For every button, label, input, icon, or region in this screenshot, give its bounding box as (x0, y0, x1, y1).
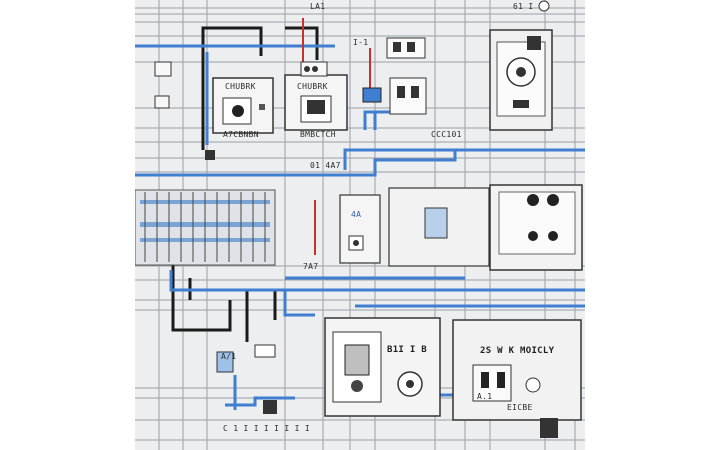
small-components (154, 0, 550, 414)
breaker-group (362, 37, 427, 115)
label-top-b: 61 I (513, 2, 534, 11)
meter-device (489, 29, 553, 131)
label-top-a: LA1 (310, 2, 326, 11)
label-top-c: I-1 (353, 38, 369, 47)
right-box-title: 2S W K MOICLY (480, 346, 555, 356)
blue-code: 4A (351, 210, 362, 219)
terminal-strip (135, 189, 276, 266)
panel1-title: CHUBRK (225, 82, 256, 91)
junction-box (339, 187, 490, 267)
right-control-box (489, 184, 583, 271)
small-code: A/1 (221, 352, 237, 361)
row-code: 01 4A7 (310, 161, 341, 170)
right-box-subtitle: EICBE (507, 403, 533, 412)
right-box-code: A.1 (477, 392, 493, 401)
socket-code: B1I I B (387, 345, 428, 355)
bottom-right-box (452, 319, 582, 438)
wiring-diagram (135, 0, 585, 450)
panel1-subtitle: A7CBNBN (223, 130, 259, 139)
socket-panel (324, 317, 441, 417)
panel2-code: CCC101 (431, 130, 462, 139)
wiring-diagram-sheet: LA1 61 I I-1 CHUBRK A7CBNBN CHUBRK BMBCT… (135, 0, 585, 450)
panel2-title: CHUBRK (297, 82, 328, 91)
bottom-code: C 1 I I I I I I I (223, 424, 310, 433)
panel2-subtitle: BMBCTCH (300, 130, 336, 139)
control-panel-2 (284, 61, 348, 131)
control-panel-1 (212, 77, 274, 134)
mid-code: 7A7 (303, 262, 319, 271)
